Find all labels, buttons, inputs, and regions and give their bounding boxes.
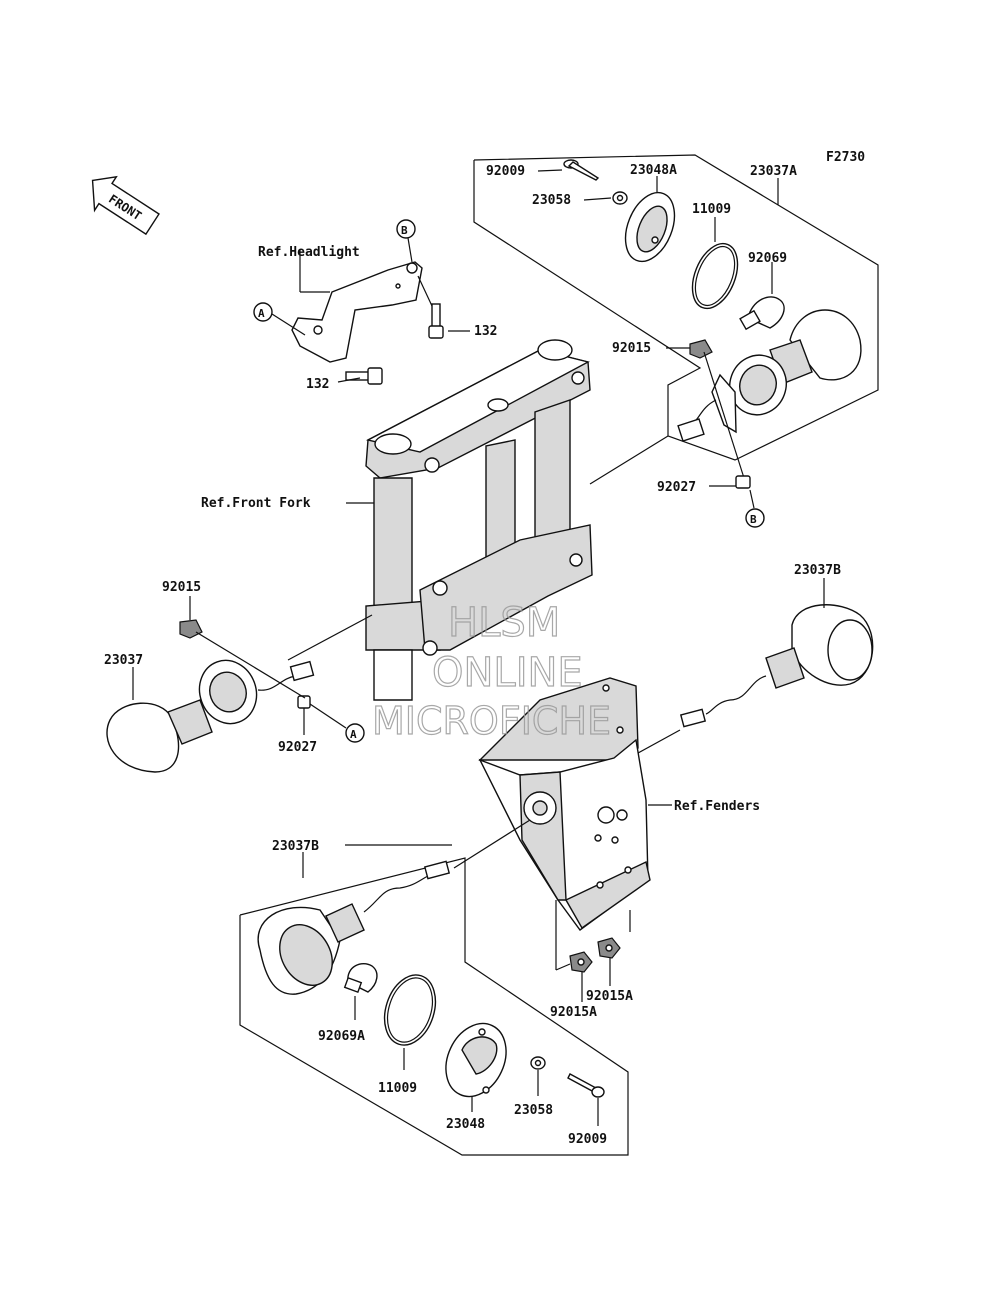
turn-signal-23037b-right [679, 604, 874, 728]
nut-23058-top [612, 191, 628, 205]
callout-a-left [345, 723, 365, 743]
label-92015a-left: 92015A [550, 1005, 597, 1020]
label-92015-left: 92015 [162, 580, 201, 595]
label-92009-top: 92009 [486, 164, 525, 179]
callout-b-right [745, 508, 765, 528]
label-23037b-bottom: 23037B [272, 839, 319, 854]
o-ring-11009-bottom [383, 974, 437, 1046]
label-11009-bottom: 11009 [378, 1081, 417, 1096]
watermark-line-1: HLSM [448, 600, 560, 646]
label-92069: 92069 [748, 251, 787, 266]
label-132-left: 132 [306, 377, 329, 392]
front-fork [365, 339, 593, 701]
watermark: HLSM ONLINE MICROFICHE [371, 599, 611, 743]
label-23037: 23037 [104, 653, 143, 668]
ref-headlight-label: Ref.Headlight [258, 245, 360, 260]
nut-92015-right [689, 339, 713, 359]
turn-signal-23037 [106, 619, 315, 773]
lens-cover-23048a [624, 191, 676, 263]
nut-92015a-right [597, 937, 621, 959]
nut-23058-bottom [530, 1056, 546, 1070]
label-92015-right: 92015 [612, 341, 651, 356]
label-132-top: 132 [474, 324, 497, 339]
callout-b-right-label: B [750, 513, 757, 526]
watermark-line-2: ONLINE [432, 650, 583, 696]
label-23037a: 23037A [750, 164, 797, 179]
figure-code: F2730 [826, 150, 865, 165]
label-92027-right: 92027 [657, 480, 696, 495]
headlight-bracket [291, 261, 423, 363]
label-92069a: 92069A [318, 1029, 365, 1044]
label-23058-bottom: 23058 [514, 1103, 553, 1118]
turn-signal-23037a [677, 309, 862, 442]
callout-b-top-label: B [401, 224, 408, 237]
screw-92009-bottom [567, 1073, 605, 1098]
label-23048a: 23048A [630, 163, 677, 178]
assembly-box-23037b [239, 857, 629, 1156]
front-arrow-icon: FRONT [91, 175, 160, 236]
label-92015a-right: 92015A [586, 989, 633, 1004]
ref-fenders-label: Ref.Fenders [674, 799, 760, 814]
o-ring-11009-top [691, 242, 739, 310]
collar-92027-right [735, 475, 751, 489]
bulb-92069a [343, 963, 378, 993]
assembly-box-23037a [473, 154, 879, 461]
label-92009-bottom: 92009 [568, 1132, 607, 1147]
callout-a-top [253, 302, 273, 322]
label-23048: 23048 [446, 1117, 485, 1132]
label-23058-top: 23058 [532, 193, 571, 208]
ref-front-fork-label: Ref.Front Fork [201, 496, 311, 511]
lens-cover-23048 [445, 1022, 507, 1098]
label-23037b-right: 23037B [794, 563, 841, 578]
callout-b-top [396, 219, 416, 239]
callout-a-top-label: A [258, 307, 265, 320]
label-92027-left: 92027 [278, 740, 317, 755]
fender-bracket [478, 677, 651, 931]
nut-92015a-left [569, 951, 593, 973]
label-11009-top: 11009 [692, 202, 731, 217]
watermark-line-3: MICROFICHE [372, 699, 611, 743]
turn-signal-23037b-bottom [257, 860, 451, 995]
bulb-92069 [739, 296, 785, 331]
callout-a-left-label: A [350, 728, 357, 741]
screw-92009-top [563, 159, 600, 181]
bolt-132-top [428, 303, 444, 339]
bolt-132-left [345, 367, 383, 385]
